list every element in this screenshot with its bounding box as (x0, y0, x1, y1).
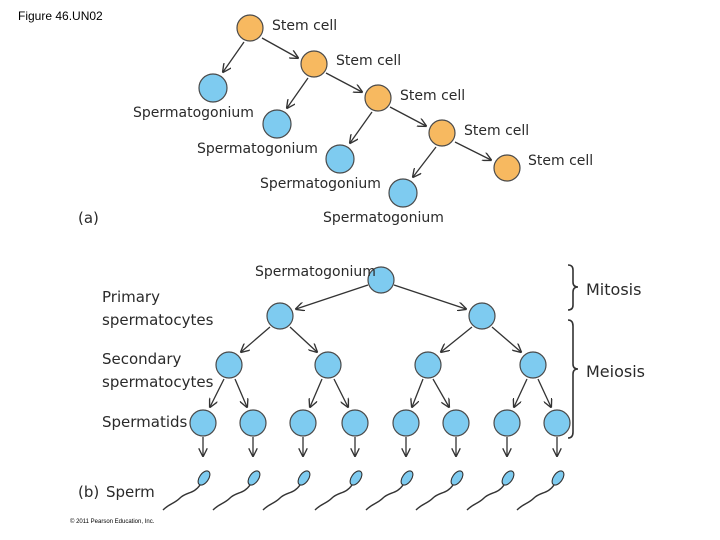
panel-a-arrows (223, 37, 491, 177)
spermatogonium-label: Spermatogonium (197, 141, 318, 157)
spermatogonium-labels-a: Spermatogonium Spermatogonium Spermatogo… (133, 105, 444, 226)
spermatogonium-cell (388, 178, 418, 208)
arrow (412, 378, 424, 407)
arrow (287, 77, 309, 108)
primary-spermatocyte (468, 302, 496, 330)
primary-label-line1: Primary (102, 288, 160, 306)
arrow (389, 106, 426, 126)
arrow (310, 378, 323, 407)
sperm (162, 470, 211, 511)
panel-a-label: (a) (78, 209, 99, 227)
phase-braces (567, 264, 579, 439)
arrow (514, 378, 528, 407)
spermatid (543, 409, 571, 437)
spermatogonium-label: Spermatogonium (255, 264, 376, 280)
sperm (212, 470, 261, 511)
mitosis-label: Mitosis (586, 280, 641, 299)
arrow (325, 72, 362, 92)
stem-cell-labels: Stem cell Stem cell Stem cell Stem cell … (272, 18, 593, 169)
spermatogonium-cell (325, 144, 355, 174)
secondary-spermatocyte (414, 351, 442, 379)
spermatogonium-cell (198, 73, 228, 103)
mitosis-brace (567, 264, 579, 311)
primary-spermatocyte (266, 302, 294, 330)
spermatid (189, 409, 217, 437)
spermatid (442, 409, 470, 437)
arrow (350, 111, 373, 143)
stem-cell (300, 50, 328, 78)
arrow (441, 326, 473, 352)
arrow (241, 326, 271, 352)
panel-b-labels: Spermatogonium Primary spermatocytes Sec… (78, 264, 645, 501)
spermatogonium-label: Spermatogonium (323, 210, 444, 226)
secondary-spermatocyte (314, 351, 342, 379)
arrow (296, 284, 369, 309)
arrow (234, 378, 247, 407)
panel-b: Spermatogonium Primary spermatocytes Sec… (78, 264, 645, 511)
secondary-spermatocyte (519, 351, 547, 379)
arrow (261, 37, 298, 58)
secondary-label-line1: Secondary (102, 350, 182, 368)
arrow (289, 326, 317, 352)
spermatid (341, 409, 369, 437)
spermatogonium-label: Spermatogonium (260, 176, 381, 192)
arrow (537, 378, 551, 407)
arrow (210, 378, 225, 407)
sperm (516, 470, 565, 511)
arrow (432, 378, 449, 407)
arrow (491, 326, 521, 352)
spermatid (493, 409, 521, 437)
panel-b-label: (b) (78, 483, 99, 501)
sperm-cells (162, 470, 565, 511)
spermatogonium-label: Spermatogonium (133, 105, 254, 121)
spermatogonia-a (198, 73, 418, 208)
stem-cell-label: Stem cell (336, 53, 401, 69)
stem-cells (236, 14, 521, 182)
spermatogonium-cell (262, 109, 292, 139)
stem-cell-label: Stem cell (272, 18, 337, 34)
sperm (415, 470, 464, 511)
stem-cell (236, 14, 264, 42)
sperm (365, 470, 414, 511)
arrow (333, 378, 348, 407)
sperm (466, 470, 515, 511)
stem-cell-label: Stem cell (400, 88, 465, 104)
stem-cell (428, 119, 456, 147)
primary-label-line2: spermatocytes (102, 311, 214, 329)
panel-a: Stem cell Stem cell Stem cell Stem cell … (78, 14, 593, 227)
spermatids-label: Spermatids (102, 413, 188, 431)
sperm-label: Sperm (106, 483, 155, 501)
stem-cell-label: Stem cell (528, 153, 593, 169)
arrow (223, 41, 245, 72)
meiosis-label: Meiosis (586, 362, 645, 381)
stem-cell-label: Stem cell (464, 123, 529, 139)
sperm (314, 470, 363, 511)
arrow (454, 141, 491, 160)
arrow (413, 146, 437, 177)
spermatid (289, 409, 317, 437)
arrow (393, 284, 466, 309)
meiosis-brace (567, 319, 579, 439)
figure-title: Figure 46.UN02 (18, 9, 103, 23)
spermatid (239, 409, 267, 437)
panel-b-arrows (203, 284, 557, 456)
secondary-spermatocyte (215, 351, 243, 379)
stem-cell (493, 154, 521, 182)
secondary-label-line2: spermatocytes (102, 373, 214, 391)
copyright: © 2011 Pearson Education, Inc. (70, 518, 155, 525)
spermatogonium-cell (367, 266, 395, 294)
sperm (262, 470, 311, 511)
stem-cell (364, 84, 392, 112)
panel-b-cells (189, 266, 571, 437)
spermatid (392, 409, 420, 437)
